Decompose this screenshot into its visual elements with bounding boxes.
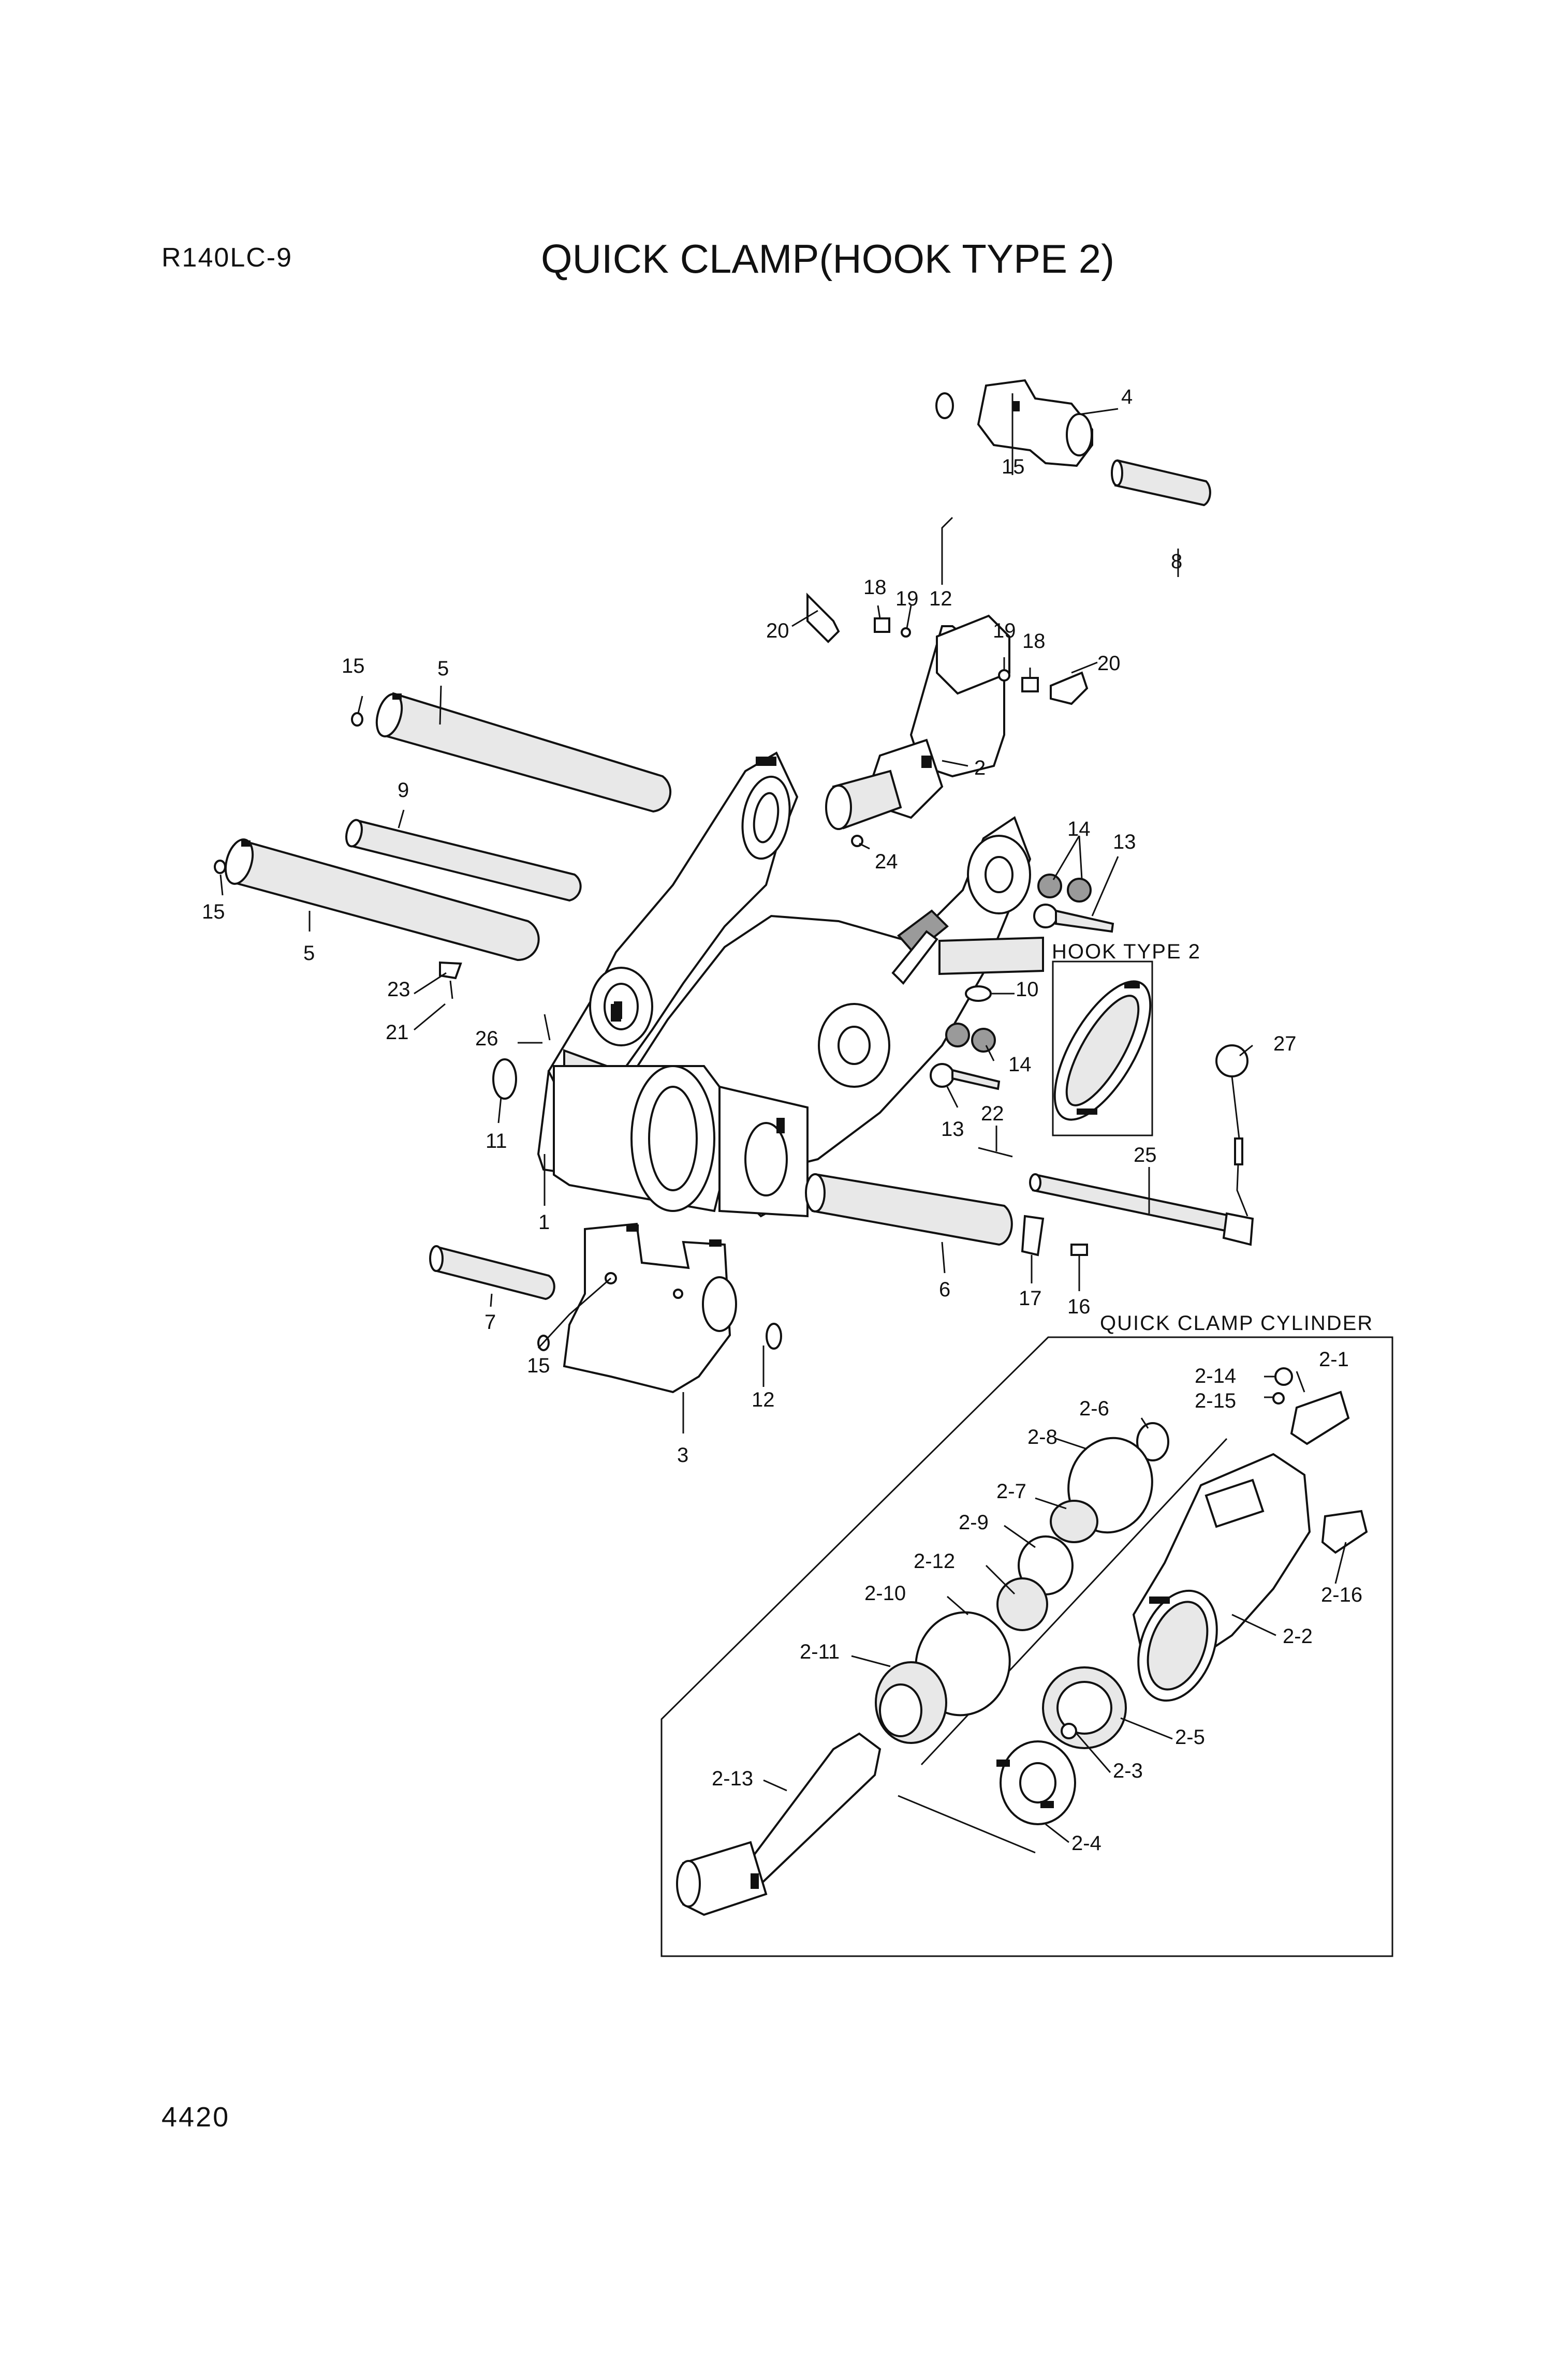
callout-5: 5 — [437, 657, 449, 680]
callout-2-10: 2-10 — [864, 1582, 906, 1605]
part-4-bracket — [977, 379, 1093, 467]
callout-11: 11 — [486, 1130, 507, 1152]
callout-19: 19 — [895, 587, 919, 610]
callout-25: 25 — [1134, 1144, 1157, 1166]
callout-2-4: 2-4 — [1071, 1832, 1101, 1855]
callout-19: 19 — [993, 619, 1016, 642]
callout-20: 20 — [1097, 652, 1121, 675]
hook-type-2-inset: HOOK TYPE 2 — [938, 936, 1201, 1136]
callout-27: 27 — [1273, 1032, 1297, 1055]
callout-23: 23 — [387, 978, 410, 1001]
page-number: 4420 — [161, 2102, 230, 2133]
page-title-text: QUICK CLAMP(HOOK TYPE 2) — [540, 236, 1115, 282]
callout-21: 21 — [386, 1021, 409, 1044]
callout-2-3: 2-3 — [1113, 1760, 1143, 1782]
callout-2-6: 2-6 — [1079, 1397, 1109, 1420]
callout-labels: 15 4 8 12 18 19 20 19 18 20 2 24 14 13 1… — [202, 386, 1362, 1855]
callout-26: 26 — [475, 1027, 498, 1050]
callout-2: 2 — [974, 757, 986, 779]
callout-15: 15 — [527, 1354, 550, 1377]
quick-clamp-cylinder-label: QUICK CLAMP CYLINDER — [1100, 1312, 1373, 1335]
callout-6: 6 — [939, 1278, 950, 1301]
callout-18: 18 — [863, 576, 887, 599]
callout-2-8: 2-8 — [1027, 1426, 1057, 1448]
callout-2-11: 2-11 — [800, 1640, 840, 1663]
part-27-lanyard — [1215, 1044, 1248, 1217]
quick-clamp-assembly — [214, 379, 1254, 1394]
callout-10: 10 — [1016, 978, 1039, 1001]
callout-2-16: 2-16 — [1321, 1584, 1362, 1606]
callout-4: 4 — [1121, 386, 1133, 408]
callout-15: 15 — [202, 900, 225, 923]
page-title: QUICK CLAMP(HOOK TYPE 2) — [0, 235, 1557, 283]
part-5-lower-pin — [224, 838, 540, 962]
quick-clamp-cylinder-inset: QUICK CLAMP CYLINDER — [660, 1312, 1393, 1957]
callout-2-12: 2-12 — [914, 1550, 955, 1573]
part-3-bracket — [563, 1222, 737, 1394]
part-6-pin — [805, 1173, 1013, 1246]
callout-16: 16 — [1067, 1295, 1091, 1318]
part-5-upper-pin — [375, 692, 672, 813]
fittings-18-19-20 — [806, 593, 1089, 705]
callout-13: 13 — [1113, 831, 1136, 853]
parts-13-14-fittings — [930, 874, 1114, 1090]
part-7-pin — [429, 1245, 555, 1300]
part-9-pin — [345, 819, 582, 902]
callout-1: 1 — [538, 1211, 550, 1234]
callout-14: 14 — [1008, 1053, 1032, 1076]
callout-2-7: 2-7 — [996, 1480, 1026, 1503]
callout-7: 7 — [484, 1311, 496, 1334]
callout-15: 15 — [342, 655, 365, 677]
leader-lines — [219, 393, 1347, 1843]
callout-12: 12 — [929, 587, 952, 610]
callout-2-14: 2-14 — [1195, 1365, 1236, 1387]
callout-14: 14 — [1067, 818, 1091, 840]
callout-2-9: 2-9 — [959, 1511, 989, 1534]
callout-20: 20 — [766, 619, 789, 642]
hook-type-2-label: HOOK TYPE 2 — [1052, 940, 1201, 963]
callout-8: 8 — [1171, 550, 1182, 573]
callout-2-15: 2-15 — [1195, 1389, 1236, 1412]
part-1-frame — [537, 751, 1032, 1218]
callout-13: 13 — [941, 1118, 964, 1141]
callout-9: 9 — [398, 779, 409, 802]
model-number: R140LC-9 — [161, 243, 293, 273]
callout-18: 18 — [1022, 630, 1046, 653]
callout-5: 5 — [303, 942, 315, 965]
callout-22: 22 — [981, 1102, 1004, 1125]
callout-2-1: 2-1 — [1319, 1348, 1349, 1371]
part-2-cylinder — [825, 614, 1010, 830]
part-8-pin — [1111, 459, 1211, 507]
callout-3: 3 — [677, 1444, 688, 1467]
callout-2-13: 2-13 — [712, 1767, 753, 1790]
callout-2-2: 2-2 — [1283, 1625, 1313, 1648]
part-22-pin — [978, 1147, 1013, 1158]
callout-2-5: 2-5 — [1175, 1726, 1205, 1749]
callout-24: 24 — [875, 850, 898, 873]
callout-12: 12 — [752, 1388, 775, 1411]
callout-17: 17 — [1019, 1287, 1042, 1310]
part-25-pin — [1029, 1173, 1254, 1246]
callout-15: 15 — [1002, 455, 1025, 478]
